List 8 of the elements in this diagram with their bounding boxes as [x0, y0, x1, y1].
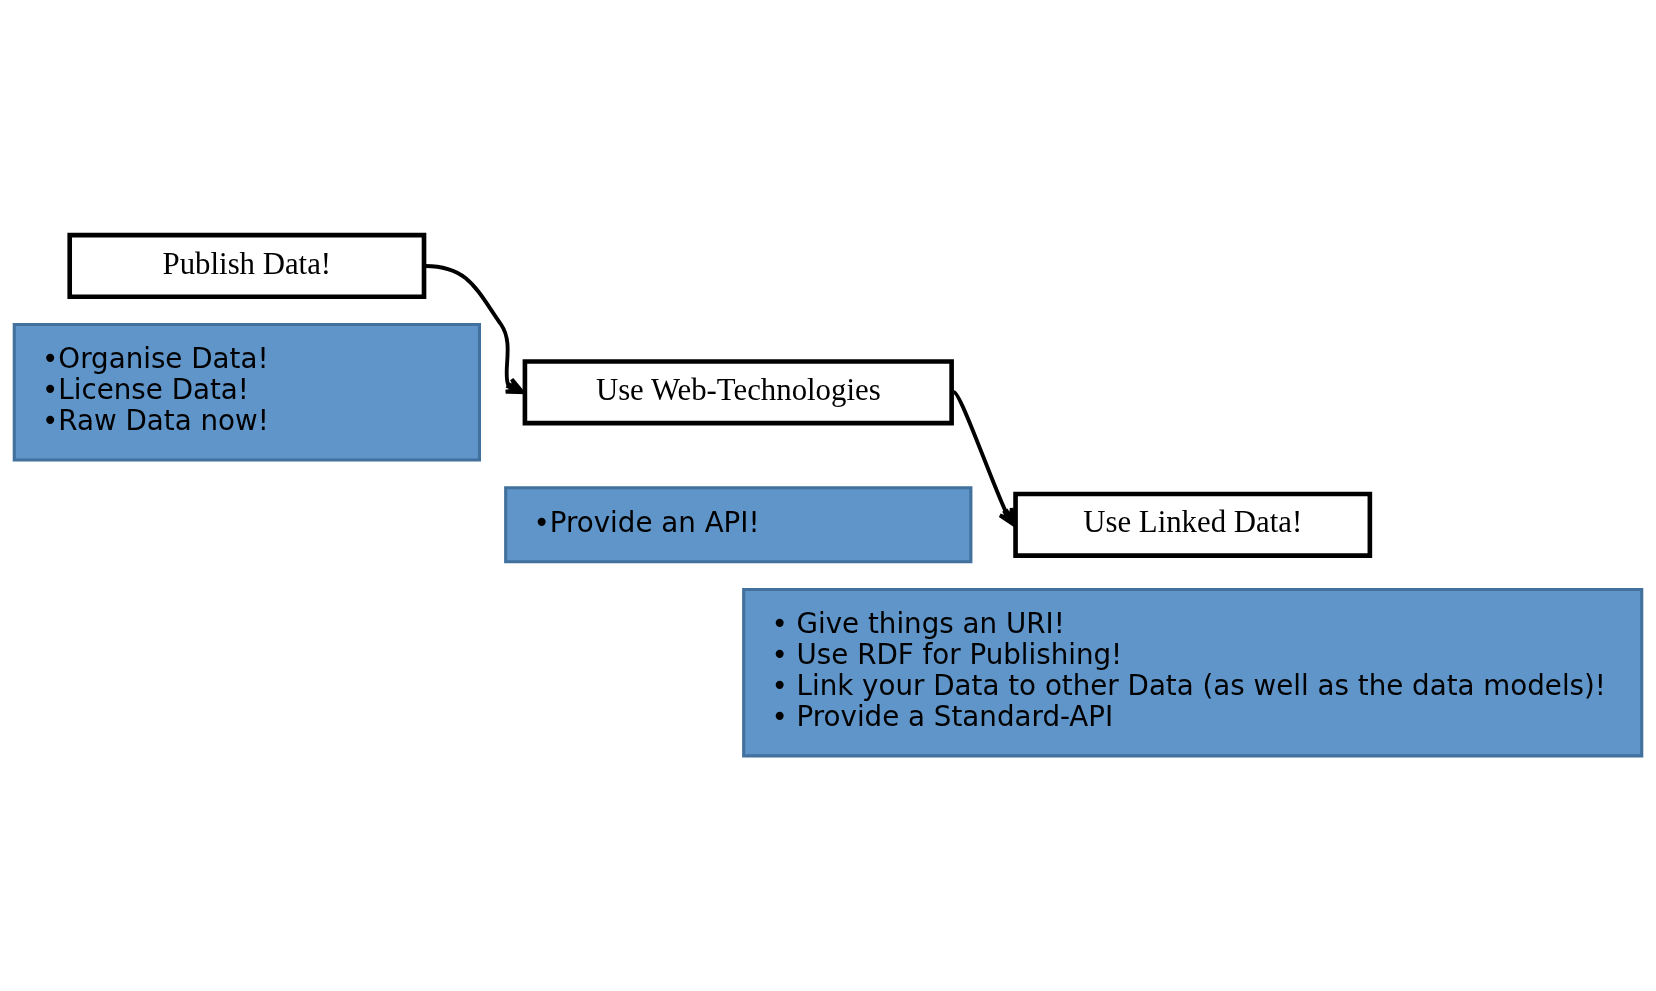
node-box: •Provide an API! — [504, 486, 973, 564]
node-box: •Organise Data! •License Data! •Raw Data now! — [12, 322, 481, 462]
arrow — [952, 390, 1016, 527]
node-box: Publish Data! — [67, 232, 427, 300]
node-box: Use Web-Technologies — [522, 359, 954, 426]
node-box: • Give things an URI! • Use RDF for Publishing! • Link your Data to other Data (as well as the data models)! • Provide a Standard-API — [742, 587, 1644, 758]
node-box: Use Linked Data! — [1013, 491, 1373, 558]
arrow — [425, 264, 525, 395]
